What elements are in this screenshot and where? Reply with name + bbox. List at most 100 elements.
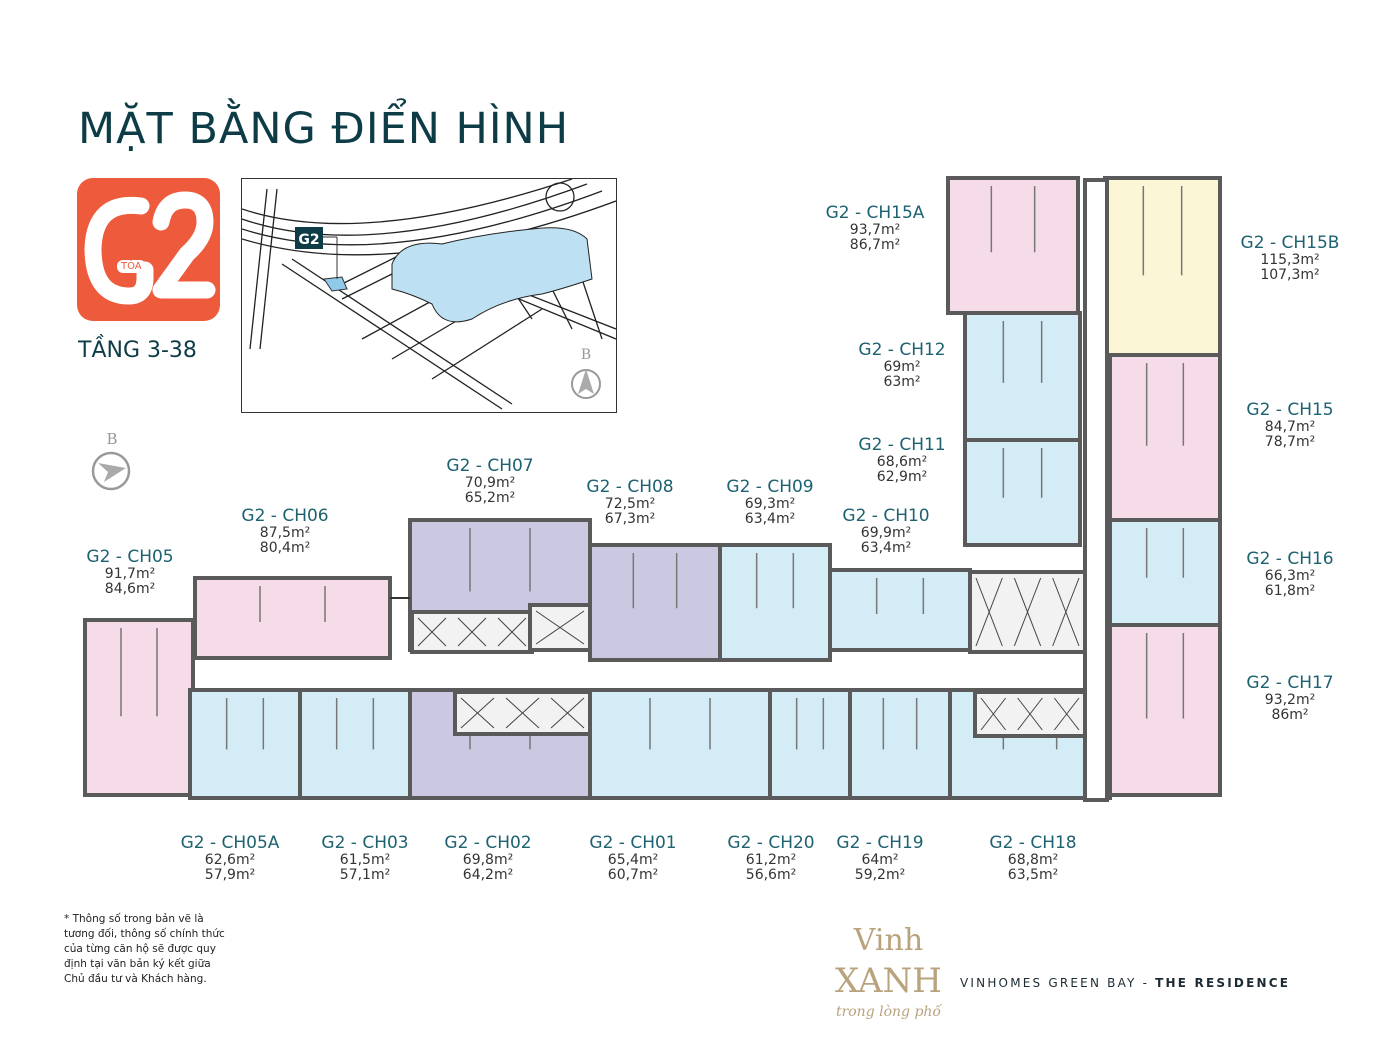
location-map: G2 B (241, 178, 617, 413)
unit-area-net: 63,4m² (860, 539, 912, 556)
unit-area-net: 61,8m² (1264, 582, 1316, 599)
unit-area-gross: 61,5m² (339, 851, 391, 868)
unit-area-gross: 62,6m² (204, 851, 256, 868)
unit-area-gross: 68,6m² (876, 453, 928, 470)
unit-ch03 (298, 688, 412, 800)
elevator-icon (417, 617, 447, 647)
unit-code: G2 - CH07 (446, 456, 534, 476)
unit-area-gross: 66,3m² (1264, 567, 1316, 584)
elevator-icon (457, 617, 487, 647)
unit-area-net: 107,3m² (1260, 266, 1320, 283)
elevator-icon (980, 697, 1007, 731)
unit-area-gross: 61,2m² (745, 851, 797, 868)
unit-area-net: 57,9m² (204, 866, 256, 883)
brand-project: THE RESIDENCE (1155, 976, 1291, 990)
floor-range: TẦNG 3-38 (78, 338, 197, 363)
elevator-icon (1053, 697, 1080, 731)
slogan-line-2: XANH (835, 961, 942, 1001)
unit-code: G2 - CH17 (1246, 673, 1334, 693)
map-compass-icon (571, 369, 601, 399)
unit-code: G2 - CH11 (858, 435, 946, 455)
g2-building-marker (323, 276, 348, 292)
unit-ch08 (588, 543, 722, 662)
unit-area-gross: 65,4m² (607, 851, 659, 868)
elevator-icon (535, 610, 585, 645)
unit-area-net: 64,2m² (462, 866, 514, 883)
page-title: MẶT BẰNG ĐIỂN HÌNH (78, 104, 570, 154)
unit-area-net: 84,6m² (104, 580, 156, 597)
unit-code: G2 - CH05 (86, 547, 174, 567)
unit-code: G2 - CH05A (180, 833, 280, 853)
unit-area-gross: 64m² (861, 851, 899, 868)
unit-code: G2 - CH12 (858, 340, 946, 360)
lake (391, 227, 593, 323)
unit-area-gross: 91,7m² (104, 565, 156, 582)
unit-area-net: 63m² (883, 373, 921, 390)
unit-code: G2 - CH03 (321, 833, 409, 853)
unit-ch09 (718, 543, 832, 662)
slogan-line-1: Vinh (853, 923, 924, 958)
building-logo: TÒA (77, 178, 220, 321)
north-compass: B (90, 428, 140, 502)
unit-area-gross: 93,2m² (1264, 691, 1316, 708)
unit-area-net: 78,7m² (1264, 433, 1316, 450)
unit-area-net: 57,1m² (339, 866, 391, 883)
elevator-icon (460, 697, 495, 729)
unit-ch10 (828, 568, 972, 652)
unit-code: G2 - CH01 (589, 833, 677, 853)
unit-ch05a (188, 688, 302, 800)
unit-code: G2 - CH09 (726, 477, 814, 497)
logo-g2-lettering (84, 191, 216, 305)
unit-code: G2 - CH08 (586, 477, 674, 497)
map-marker-label: G2 (298, 232, 319, 248)
unit-ch16 (1108, 518, 1222, 627)
g2-map-tag (295, 227, 323, 249)
unit-area-net: 86,7m² (849, 236, 901, 253)
unit-area-net: 60,7m² (607, 866, 659, 883)
brand-name: VINHOMES GREEN BAY - (960, 976, 1156, 990)
elevator-icon (497, 617, 527, 647)
unit-ch15 (1108, 353, 1222, 522)
unit-ch06 (193, 576, 392, 660)
unit-area-gross: 84,7m² (1264, 418, 1316, 435)
unit-area-gross: 72,5m² (604, 495, 656, 512)
brand-footer: VINHOMES GREEN BAY - THE RESIDENCE (960, 976, 1290, 990)
unit-code: G2 - CH06 (241, 506, 329, 526)
unit-code: G2 - CH16 (1246, 549, 1334, 569)
unit-area-net: 67,3m² (604, 510, 656, 527)
footnote: * Thông số trong bản vẽ là tương đối, th… (64, 913, 225, 985)
unit-ch20 (768, 688, 852, 800)
unit-code: G2 - CH20 (727, 833, 815, 853)
corridor (1083, 178, 1109, 802)
unit-code: G2 - CH02 (444, 833, 532, 853)
compass-north-label: B (106, 430, 117, 448)
elevator-icon (1052, 577, 1080, 647)
elevator-icon (1013, 577, 1042, 647)
map-north-label: B (581, 347, 591, 363)
unit-area-gross: 87,5m² (259, 524, 311, 541)
unit-ch05 (83, 618, 195, 797)
unit-code: G2 - CH15A (825, 203, 925, 223)
unit-ch15b (1103, 176, 1222, 357)
unit-area-net: 80,4m² (259, 539, 311, 556)
elevator-icon (505, 697, 540, 729)
unit-ch15a (946, 176, 1080, 315)
unit-code: G2 - CH15 (1246, 400, 1334, 420)
unit-ch11 (963, 438, 1082, 547)
